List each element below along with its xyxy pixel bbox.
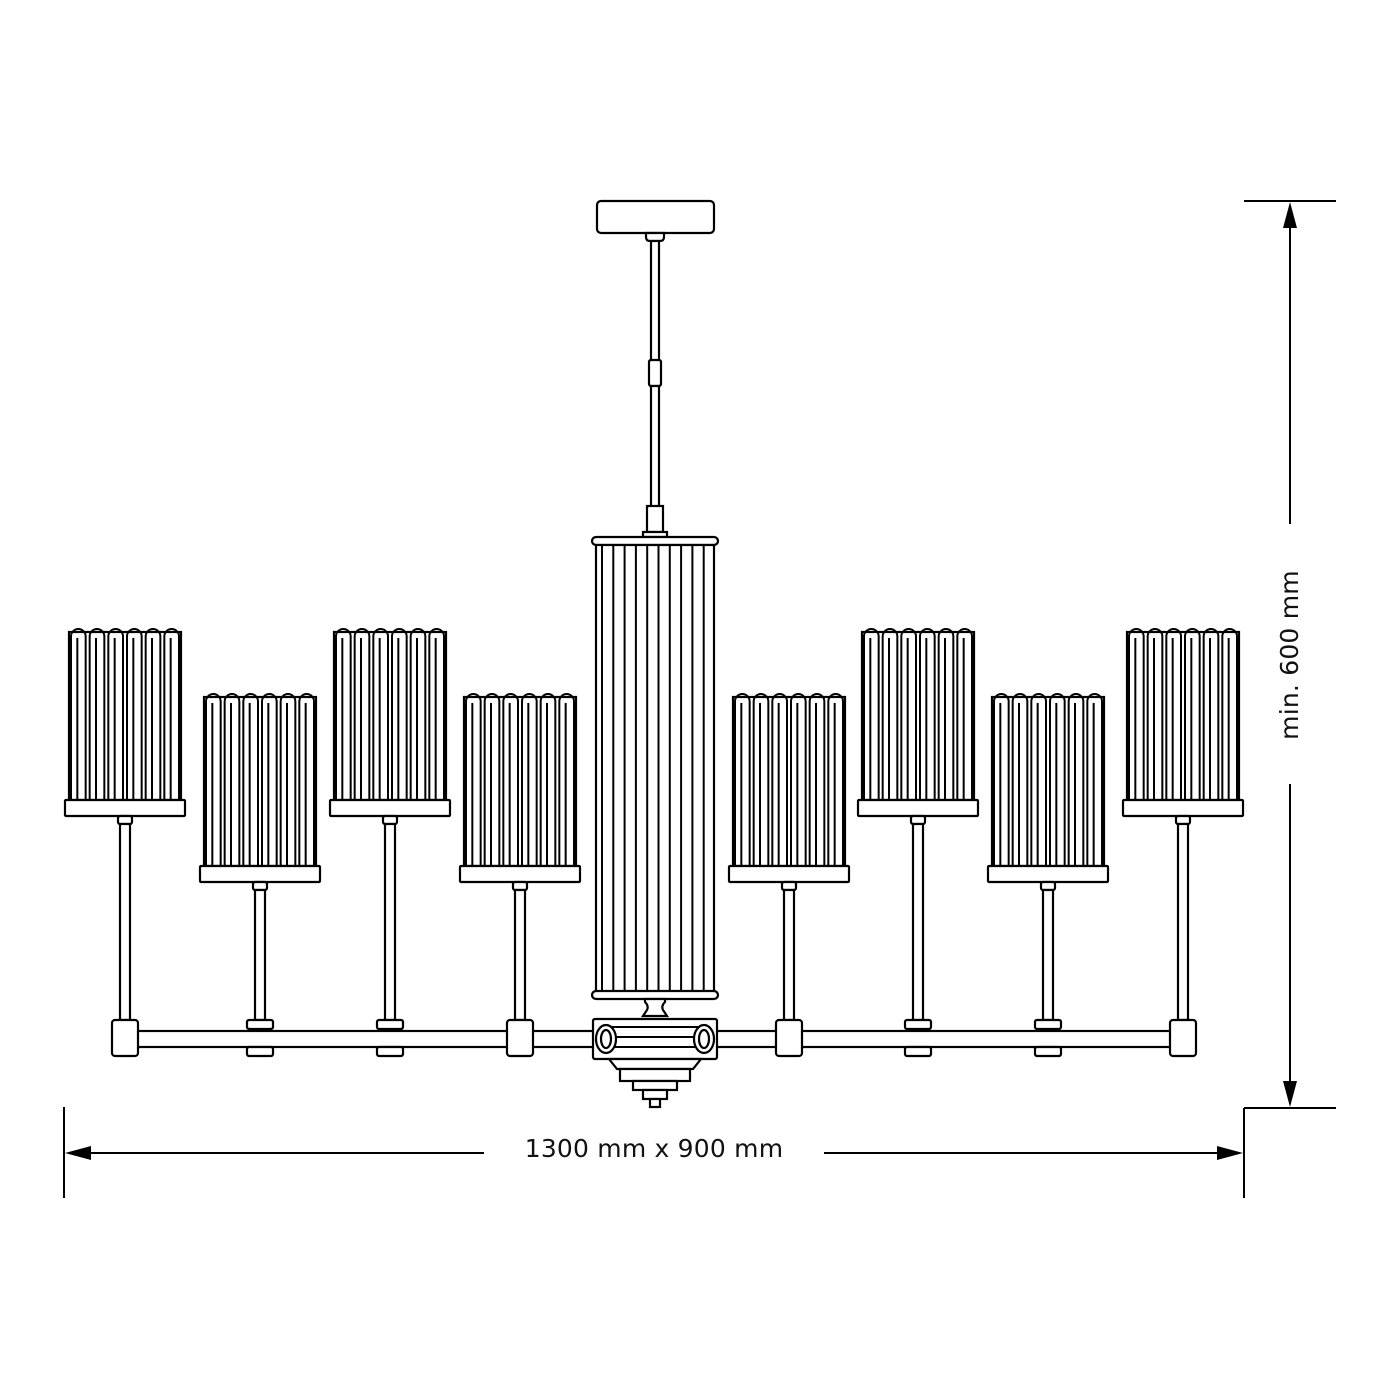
lamp-shade-7 xyxy=(986,693,1110,1058)
lamp-shade-5 xyxy=(727,693,851,1058)
central-hub xyxy=(591,1017,719,1109)
lamp-shade-1 xyxy=(63,628,187,1058)
arrow-down-icon xyxy=(1283,1081,1297,1107)
ceiling-canopy xyxy=(595,199,716,243)
arrow-up-icon xyxy=(1283,202,1297,228)
height-dimension-label: min. 600 mm xyxy=(1275,555,1305,755)
width-dimension xyxy=(63,1107,1243,1198)
arrow-right-icon xyxy=(1217,1146,1243,1160)
height-dimension xyxy=(1243,200,1336,1198)
width-dimension-label: 1300 mm x 900 mm xyxy=(484,1134,824,1163)
lamp-shade-8 xyxy=(1121,628,1245,1058)
lamp-shade-3 xyxy=(328,628,452,1058)
lamp-shade-6 xyxy=(856,628,980,1058)
lamp-shade-4 xyxy=(458,693,582,1058)
fluted-central-column xyxy=(590,535,720,1018)
lamp-shade-2 xyxy=(198,693,322,1058)
suspension-rod xyxy=(641,239,669,539)
arrow-left-icon xyxy=(65,1146,91,1160)
